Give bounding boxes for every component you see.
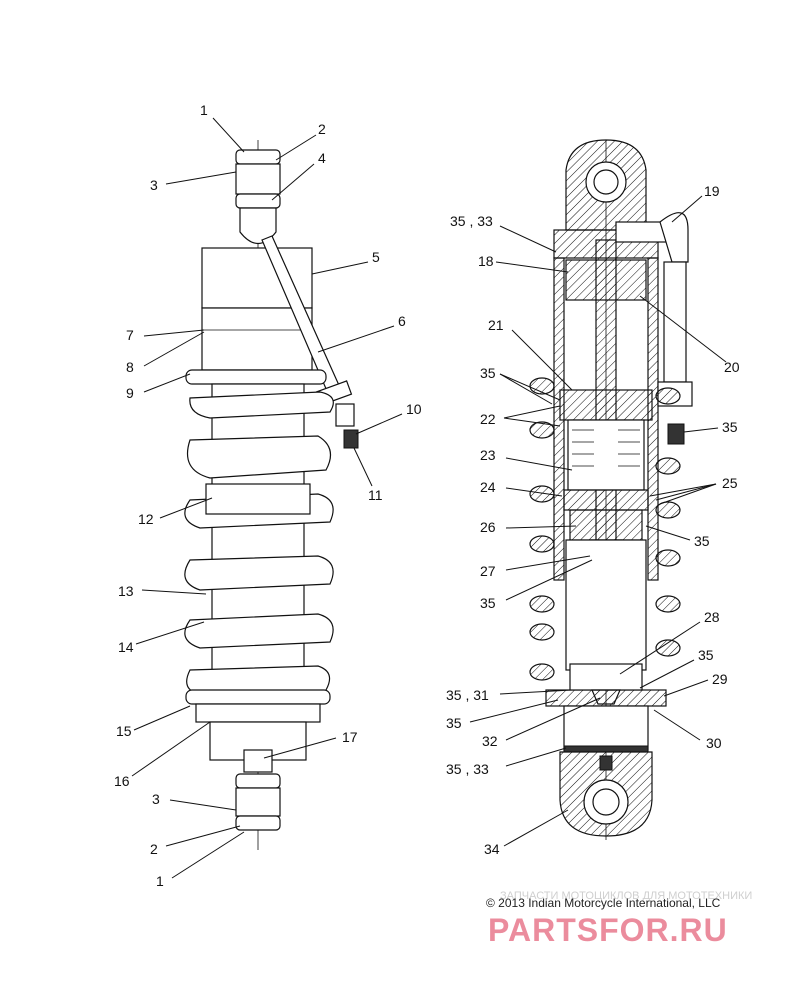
callout-35-31: 35 , 31 bbox=[446, 687, 489, 703]
callout-16: 16 bbox=[114, 773, 130, 789]
collar-24 bbox=[563, 489, 649, 511]
preload-collar bbox=[205, 483, 311, 515]
watermark-subtitle: ЗАПЧАСТИ МОТОЦИКЛОВ ДЛЯ МОТОТЕХНИКИ bbox=[500, 890, 753, 902]
callout-3-bottom: 3 bbox=[152, 791, 160, 807]
seal-head-22 bbox=[559, 389, 653, 421]
callout-13: 13 bbox=[118, 583, 134, 599]
leader-lines bbox=[131, 117, 727, 879]
bumper-17 bbox=[243, 749, 273, 773]
callout-4: 4 bbox=[318, 150, 326, 166]
spring-lower-seat bbox=[185, 689, 331, 705]
callout-28: 28 bbox=[704, 609, 720, 625]
callout-30: 30 bbox=[706, 735, 722, 751]
callout-23: 23 bbox=[480, 447, 496, 463]
callouts-right: 35 , 33 19 18 20 21 35 22 35 23 25 24 26… bbox=[446, 183, 740, 857]
valve-cap bbox=[343, 429, 359, 449]
callout-14: 14 bbox=[118, 639, 134, 655]
callout-24: 24 bbox=[480, 479, 496, 495]
callout-22: 22 bbox=[480, 411, 496, 427]
callout-11: 11 bbox=[368, 487, 383, 503]
callout-15: 15 bbox=[116, 723, 132, 739]
callout-26: 26 bbox=[480, 519, 496, 535]
body-cylinder bbox=[201, 307, 313, 371]
callout-7: 7 bbox=[126, 327, 134, 343]
callout-21: 21 bbox=[488, 317, 504, 333]
callout-1-top: 1 bbox=[200, 102, 208, 118]
callout-27: 27 bbox=[480, 563, 496, 579]
callout-19: 19 bbox=[704, 183, 720, 199]
callout-6: 6 bbox=[398, 313, 406, 329]
top-bushing-4 bbox=[235, 193, 281, 209]
callout-5: 5 bbox=[372, 249, 380, 265]
callout-35-e: 35 bbox=[698, 647, 714, 663]
schrader-valve bbox=[335, 403, 355, 427]
callout-9: 9 bbox=[126, 385, 134, 401]
callout-2-top: 2 bbox=[318, 121, 326, 137]
valve-spring-23 bbox=[567, 419, 645, 491]
callout-35-c: 35 bbox=[694, 533, 710, 549]
main-piston-26 bbox=[569, 509, 643, 541]
top-eyelet bbox=[235, 163, 281, 195]
callout-8: 8 bbox=[126, 359, 134, 375]
callout-35-d: 35 bbox=[480, 595, 496, 611]
callout-35-a: 35 bbox=[480, 365, 496, 381]
callout-2-bottom: 2 bbox=[150, 841, 158, 857]
callout-3-top: 3 bbox=[150, 177, 158, 193]
watermark-logo: PARTSFOR.RU bbox=[488, 912, 728, 948]
callout-25: 25 bbox=[722, 475, 738, 491]
callout-29: 29 bbox=[712, 671, 728, 687]
spring-top-collar bbox=[185, 369, 327, 385]
right-shock-section-view bbox=[529, 139, 693, 840]
callout-32: 32 bbox=[482, 733, 498, 749]
bottom-tube-30 bbox=[563, 705, 649, 751]
callout-1-bottom: 1 bbox=[156, 873, 164, 889]
callout-35-33-top: 35 , 33 bbox=[450, 213, 493, 229]
callout-18: 18 bbox=[478, 253, 494, 269]
copyright-notice: © 2013 Indian Motorcycle International, … bbox=[486, 896, 721, 910]
callouts-left: 1 2 3 4 5 6 7 8 9 10 11 12 13 14 15 16 1… bbox=[114, 102, 422, 889]
callout-35-33-bottom: 35 , 33 bbox=[446, 761, 489, 777]
callout-10: 10 bbox=[406, 401, 422, 417]
left-shock-external-view bbox=[184, 140, 359, 850]
callout-20: 20 bbox=[724, 359, 740, 375]
coil-spring bbox=[184, 391, 334, 695]
callout-35-b: 35 bbox=[722, 419, 738, 435]
callout-34: 34 bbox=[484, 841, 500, 857]
callout-12: 12 bbox=[138, 511, 154, 527]
bottom-eyelet bbox=[235, 787, 281, 817]
reservoir-tube bbox=[663, 261, 687, 383]
top-bushing-1 bbox=[235, 149, 281, 165]
spring-retainer bbox=[195, 703, 321, 723]
top-mount-neck bbox=[239, 207, 277, 245]
callout-17: 17 bbox=[342, 729, 358, 745]
callout-35-f: 35 bbox=[446, 715, 462, 731]
bottom-piston-28 bbox=[569, 663, 643, 691]
